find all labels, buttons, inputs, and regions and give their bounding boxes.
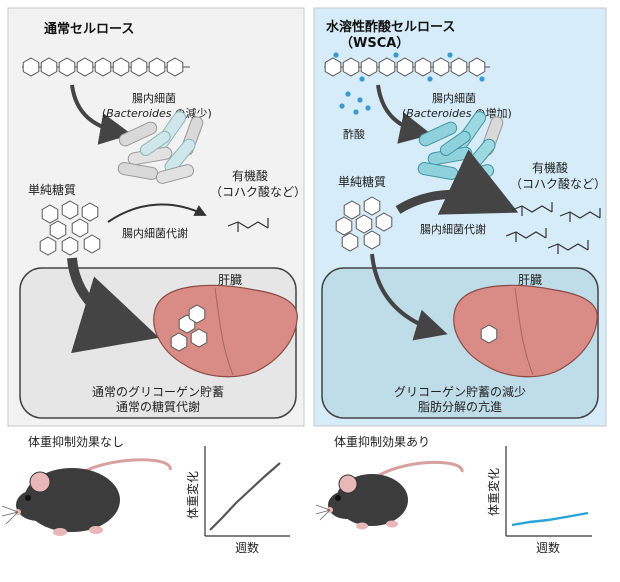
cellulose-chain-left [22, 57, 190, 77]
chart-right: 体重変化 週数 [486, 446, 592, 555]
left-outcome-2: 通常の糖質代謝 [116, 399, 200, 414]
arrow-sugar-to-liver-left [67, 257, 160, 354]
mouse-right [315, 460, 464, 530]
cellulose-chain-right [324, 52, 490, 82]
bottom-left-ylabel: 体重変化 [185, 471, 200, 519]
right-panel-title-1: 水溶性酢酸セルロース [326, 19, 455, 35]
right-outcome-2: 脂肪分解の亢進 [418, 399, 502, 414]
left-bacteria-label: 腸内細菌 [132, 91, 176, 105]
left-acid-label: 有機酸 [232, 168, 268, 183]
right-sugar-label: 単純糖質 [338, 174, 386, 189]
right-liver-label: 肝臓 [518, 273, 542, 287]
arrow-sugar-to-liver-right [370, 253, 448, 341]
right-acid-note: （コハク酸など） [510, 176, 606, 191]
organic-acid-molecule-left [227, 218, 269, 232]
left-metabolism-label: 腸内細菌代謝 [122, 226, 188, 240]
right-acid-label: 有機酸 [532, 160, 568, 175]
bottom-left-caption: 体重抑制効果なし [28, 434, 124, 449]
right-panel-title-2: （WSCA） [340, 35, 409, 51]
organic-acid-molecules-right [505, 202, 601, 254]
acetate-label: 酢酸 [343, 127, 365, 141]
trend-line-left [209, 462, 281, 531]
chart-left: 体重変化 週数 [185, 446, 290, 555]
arrow-cellulose-to-bacteria-right [376, 84, 432, 144]
right-outcome-1: グリコーゲン貯蓄の減少 [394, 384, 526, 399]
acetate-dots [339, 91, 371, 115]
arrow-cellulose-to-bacteria-left [70, 84, 132, 145]
mouse-left [1, 458, 172, 536]
trend-line-right [511, 511, 589, 527]
right-metabolism-label: 腸内細菌代謝 [420, 222, 486, 236]
bottom-right-xlabel: 週数 [536, 540, 560, 555]
bottom-right-caption: 体重抑制効果あり [334, 434, 430, 449]
left-liver-label: 肝臓 [218, 273, 242, 287]
bottom-right-ylabel: 体重変化 [486, 468, 501, 516]
left-outcome-1: 通常のグリコーゲン貯蓄 [92, 385, 224, 399]
left-panel-title: 通常セルロース [44, 21, 134, 37]
bacteria-cluster-left [117, 111, 204, 184]
bottom-left-xlabel: 週数 [235, 540, 259, 555]
arrow-metabolism-left [107, 203, 207, 223]
left-sugar-label: 単純糖質 [28, 182, 76, 197]
right-bacteria-label: 腸内細菌 [432, 91, 476, 105]
left-acid-note: （コハク酸など） [210, 184, 306, 199]
arrow-metabolism-right [395, 149, 519, 215]
